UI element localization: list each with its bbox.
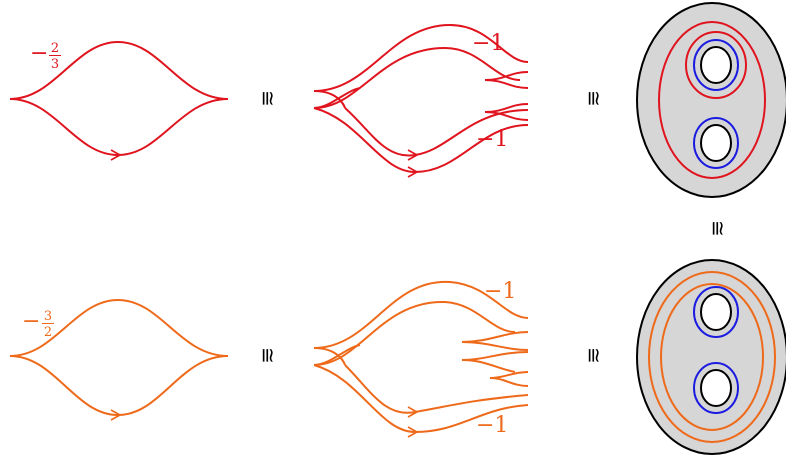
hole xyxy=(700,369,732,407)
curve-strand xyxy=(313,23,529,92)
curve-strand xyxy=(484,71,529,81)
coefficient-denominator: 3 xyxy=(51,57,59,72)
relation-symbol-vertical: ≅ xyxy=(706,220,730,237)
hole xyxy=(700,124,732,162)
curve-strand xyxy=(484,111,529,121)
orientation-arrow xyxy=(407,426,419,438)
curve-strand xyxy=(360,48,440,88)
blue-curve xyxy=(693,117,739,169)
relation-symbol: ≅ xyxy=(582,347,606,364)
blue-curve xyxy=(693,286,739,338)
bottom-surface xyxy=(636,259,786,455)
genus-two-surface xyxy=(636,2,786,198)
coefficient-numerator: 2 xyxy=(51,41,59,56)
curve-strand xyxy=(313,344,361,366)
curve-strand xyxy=(313,300,516,366)
curve-strand xyxy=(344,107,529,157)
curve-strand xyxy=(313,87,361,109)
curve-strand xyxy=(313,364,529,434)
orientation-arrow xyxy=(407,166,419,178)
curve-strand xyxy=(484,79,529,89)
coefficient-sign: − xyxy=(30,41,48,66)
curve-strand xyxy=(313,90,346,109)
coefficient-sign: − xyxy=(22,309,40,334)
orange-curve xyxy=(660,283,764,431)
blue-curve xyxy=(693,39,739,91)
orientation-arrow xyxy=(407,149,419,161)
coefficient-denominator: 2 xyxy=(44,325,52,340)
blue-curve xyxy=(693,362,739,414)
stabilized-upper-coefficient: −1 xyxy=(472,31,504,56)
stabilized-upper-coefficient: −1 xyxy=(484,279,516,304)
red-curve xyxy=(685,31,747,99)
curve-strand xyxy=(344,364,529,414)
top-stabilized-front xyxy=(313,23,529,178)
bottom-legendrian-front xyxy=(9,298,229,421)
curve-strand xyxy=(489,377,529,387)
curve-strand xyxy=(461,331,529,343)
curve-strand xyxy=(313,107,529,174)
curve-strand xyxy=(461,351,529,361)
hole xyxy=(700,46,732,84)
orange-curve xyxy=(648,271,776,443)
coefficient-numerator: 3 xyxy=(44,309,52,324)
curve-strand xyxy=(489,371,529,379)
top-legendrian-front xyxy=(9,40,229,161)
stabilized-lower-coefficient: −1 xyxy=(476,413,508,438)
orientation-arrow xyxy=(110,409,122,421)
orientation-arrow xyxy=(110,149,122,161)
curve-strand xyxy=(9,298,229,357)
curve-strand xyxy=(313,280,529,349)
curve-strand xyxy=(313,46,521,109)
red-curve xyxy=(658,21,766,179)
curve-strand xyxy=(461,359,516,373)
bottom-row: − 3 2 ≅ −1 −1 ≅ xyxy=(9,259,786,455)
curve-strand xyxy=(9,355,229,417)
stabilized-lower-coefficient: −1 xyxy=(476,127,508,152)
relation-symbol: ≅ xyxy=(582,90,606,107)
bottom-stabilized-front xyxy=(313,280,529,438)
hole xyxy=(700,293,732,331)
relation-symbol: ≅ xyxy=(256,90,280,107)
curve-strand xyxy=(313,347,346,366)
curve-strand xyxy=(9,98,229,157)
bottom-front-coefficient: − 3 2 xyxy=(22,309,54,340)
curve-strand xyxy=(9,40,229,100)
top-row: − 2 3 ≅ −1 −1 ≅ xyxy=(9,2,786,198)
top-surface xyxy=(636,2,786,198)
top-front-coefficient: − 2 3 xyxy=(30,41,61,72)
curve-strand xyxy=(461,341,529,351)
relation-symbol: ≅ xyxy=(256,347,280,364)
orientation-arrow xyxy=(407,406,419,418)
